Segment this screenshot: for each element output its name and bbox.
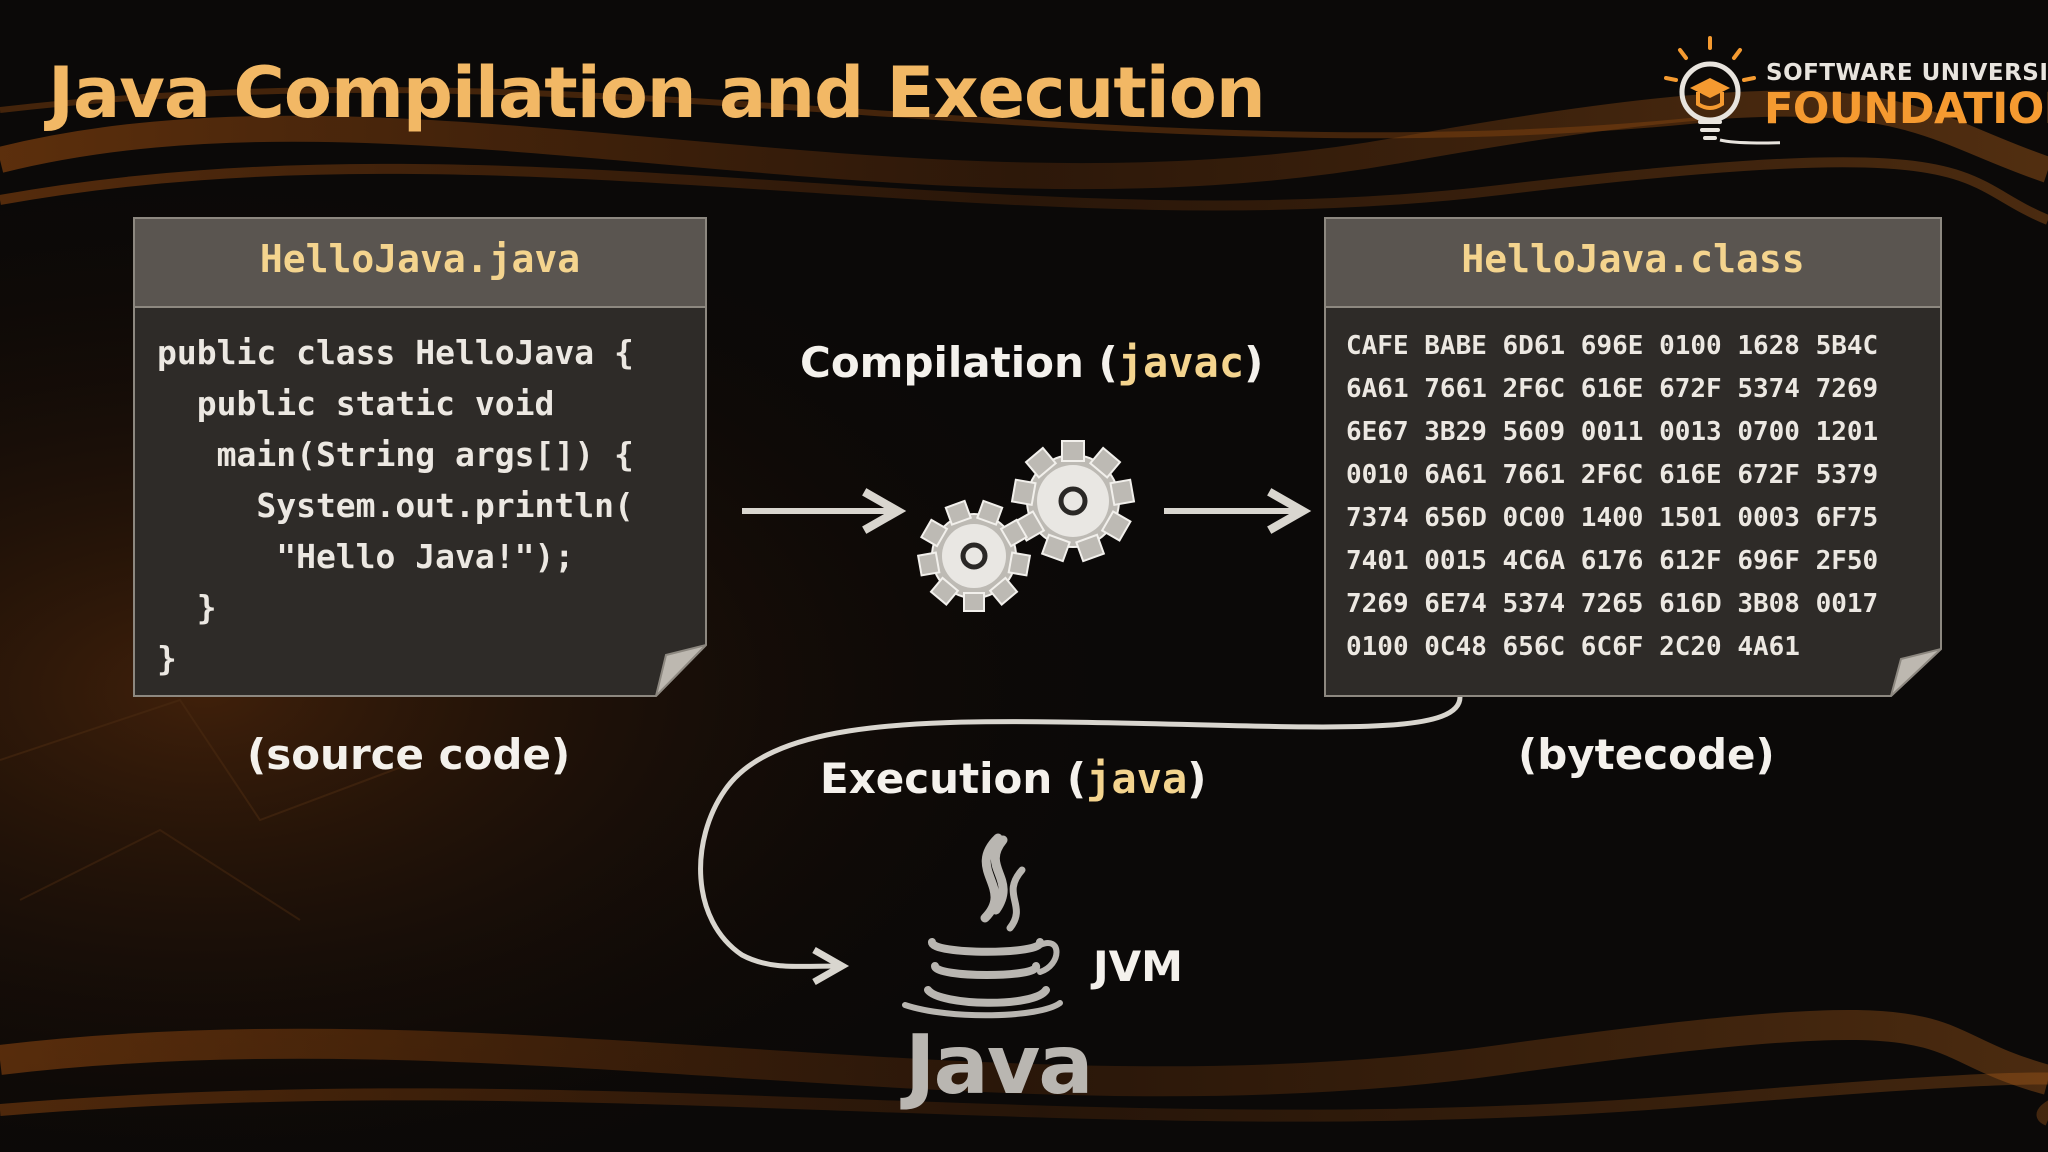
execution-suffix: )	[1187, 754, 1207, 803]
execution-prefix: Execution (	[820, 754, 1087, 803]
execution-command: java	[1086, 754, 1188, 803]
arrow-bytecode-to-jvm	[698, 696, 1463, 986]
class-file-card: HelloJava.class CAFE BABE 6D61 696E 0100…	[1324, 217, 1942, 697]
execution-label: Execution (java)	[820, 754, 1206, 803]
compilation-label: Compilation (javac)	[800, 338, 1263, 387]
bytecode-hex: CAFE BABE 6D61 696E 0100 1628 5B4C 6A61 …	[1346, 331, 1879, 662]
source-code-caption: (source code)	[247, 730, 571, 779]
java-coffee-cup-icon	[902, 833, 1063, 1019]
gears-icon	[916, 440, 1136, 612]
class-card-shape	[1324, 217, 1942, 697]
jvm-label: JVM	[1093, 942, 1183, 991]
logo-text-line1: SOFTWARE UNIVERSITY	[1766, 60, 2048, 86]
slide-title: Java Compilation and Execution	[48, 52, 1266, 134]
java-logo-text: Java	[900, 1018, 1092, 1113]
compilation-prefix: Compilation (	[800, 338, 1118, 387]
source-card-shape	[133, 217, 707, 697]
logo-text-line2: FOUNDATION	[1764, 84, 2048, 134]
source-filename: HelloJava.java	[259, 237, 581, 281]
source-code: public class HelloJava { public static v…	[157, 333, 634, 678]
logo: SOFTWARE UNIVERSITY FOUNDATION	[1650, 30, 2048, 160]
class-filename: HelloJava.class	[1461, 237, 1805, 281]
compilation-command: javac	[1117, 338, 1245, 387]
source-file-card: HelloJava.java public class HelloJava { …	[133, 217, 707, 697]
bytecode-caption: (bytecode)	[1518, 730, 1775, 779]
lightbulb-graduation-cap-icon	[1664, 36, 1780, 145]
compilation-suffix: )	[1244, 338, 1264, 387]
